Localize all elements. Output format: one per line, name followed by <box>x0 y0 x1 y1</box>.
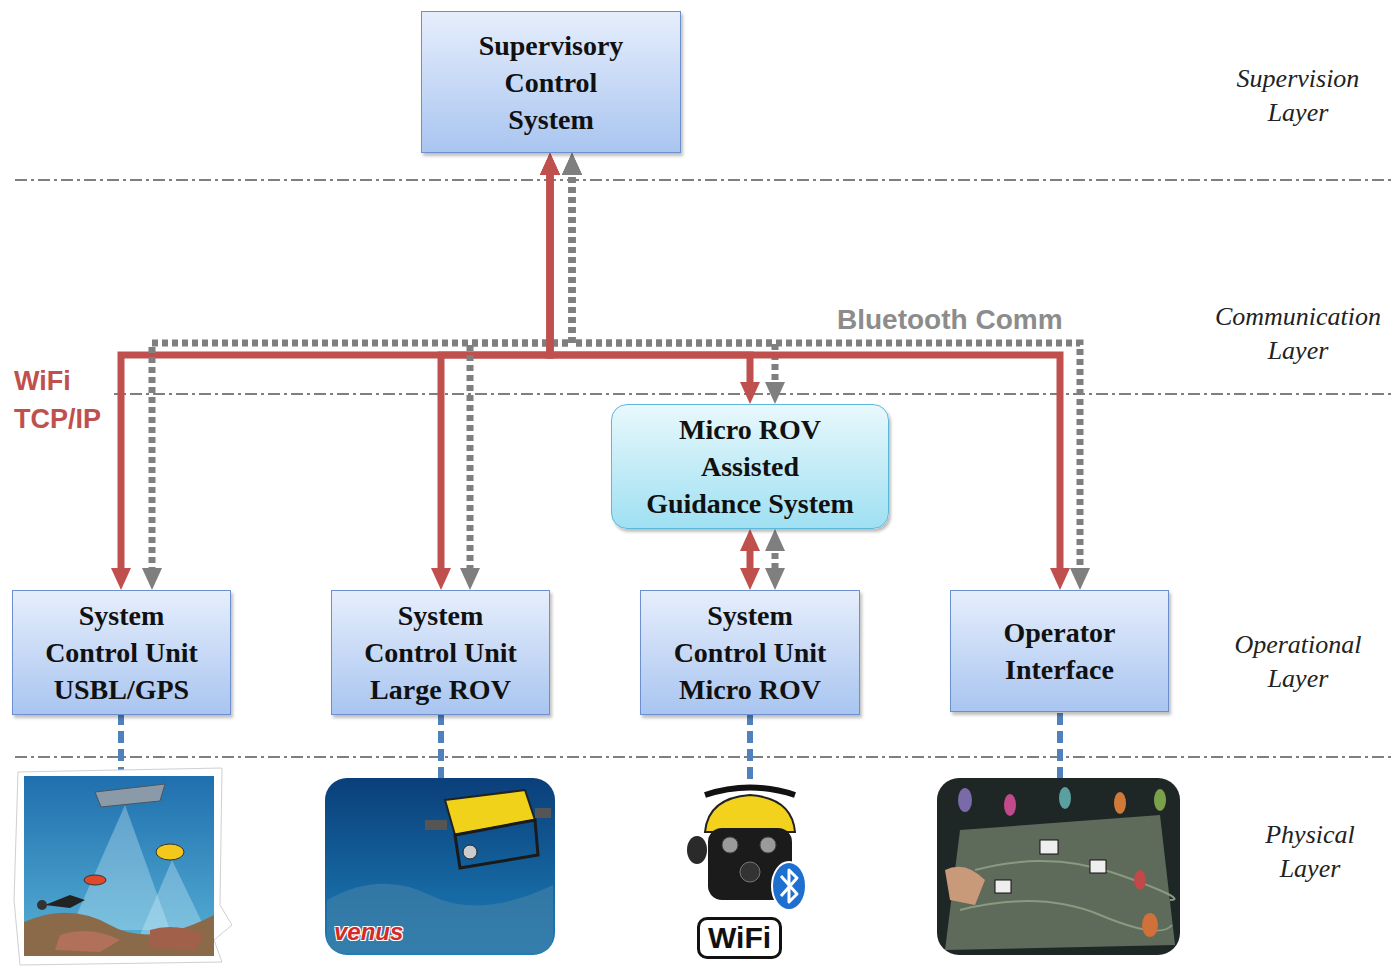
protocol-label: WiFi TCP/IP <box>14 362 114 438</box>
rov-light <box>760 837 776 853</box>
ship-hull <box>95 784 165 807</box>
node-text: System Control Unit Large ROV <box>356 597 526 708</box>
large-rov-illustration <box>325 778 555 955</box>
bluetooth-logo <box>772 862 806 910</box>
guidance-box: Micro ROV Assisted Guidance System <box>611 404 889 529</box>
rov-thruster <box>687 836 707 864</box>
wifi-connector <box>441 167 550 576</box>
map-pin <box>1059 787 1071 809</box>
diver-figure <box>45 895 85 908</box>
rov-frame <box>455 820 538 868</box>
node-text: System Control Unit USBL/GPS <box>37 597 207 708</box>
control-unit-box: System Control Unit Micro ROV <box>640 590 860 715</box>
seabed-patch <box>150 927 205 950</box>
physical-link <box>118 713 124 770</box>
map-pin <box>1004 794 1016 816</box>
logo-text: venus <box>334 918 403 946</box>
wifi-connector <box>121 167 550 576</box>
seabed-patch <box>55 931 120 952</box>
map-pin <box>1114 792 1126 814</box>
label-line: Communication Layer <box>1208 300 1388 368</box>
supervisory-box: Supervisory Control System <box>421 11 681 153</box>
protocol-label: Bluetooth Comm <box>835 303 1065 337</box>
layer-separator <box>15 393 1393 395</box>
label-line: Operational Layer <box>1228 628 1368 696</box>
map-pin <box>958 788 972 812</box>
layer-label: Supervision Layer <box>1208 62 1388 130</box>
map-pin <box>1134 870 1146 890</box>
rov-dome <box>705 795 795 832</box>
photo-border <box>14 768 232 965</box>
diver-head <box>37 900 47 910</box>
map-marker <box>1090 860 1106 873</box>
photo-frame <box>937 778 1180 955</box>
seabed <box>24 913 214 956</box>
operator-interface-illustration <box>937 778 1180 955</box>
wifi-connector <box>550 167 1060 576</box>
map-contour <box>975 861 1174 900</box>
bluetooth-connector <box>572 167 1080 576</box>
operator-hand <box>945 867 985 905</box>
node-text: Micro ROV Assisted Guidance System <box>643 411 857 522</box>
map-pin <box>1154 789 1166 811</box>
rov-light <box>463 845 477 859</box>
map-marker <box>1040 840 1058 854</box>
control-unit-box: System Control Unit Large ROV <box>331 590 550 715</box>
node-text: System Control Unit Micro ROV <box>665 597 835 708</box>
node-text: Operator Interface <box>975 614 1145 688</box>
wifi-logo: WiFi <box>697 917 782 959</box>
bluetooth-connector <box>152 167 572 576</box>
bluetooth-connector <box>772 543 779 576</box>
usbl-scene-illustration <box>14 768 232 965</box>
rov-figure <box>156 844 184 860</box>
rov-camera <box>740 862 760 882</box>
label-line: Supervision Layer <box>1228 62 1368 130</box>
sea-water <box>24 776 214 956</box>
rov-handle <box>705 788 795 796</box>
layer-label: Physical Layer <box>1220 818 1393 886</box>
physical-link <box>438 713 444 778</box>
map-contour <box>960 901 1172 931</box>
layer-separator <box>15 756 1393 758</box>
wifi-connector <box>747 543 754 576</box>
photo-frame <box>325 778 555 955</box>
rov-thruster <box>425 820 447 830</box>
interface-box: Operator Interface <box>950 590 1169 712</box>
node-text: Supervisory Control System <box>466 27 636 138</box>
bluetooth-rune <box>781 870 797 902</box>
seabed-map <box>945 815 1175 950</box>
map-marker <box>995 880 1011 893</box>
bluetooth-connector <box>470 167 572 576</box>
physical-link <box>747 713 753 780</box>
layer-separator <box>15 179 1393 181</box>
layer-label: Communication Layer <box>1203 300 1393 368</box>
rov-light <box>722 837 738 853</box>
seabed-rocks <box>327 884 553 953</box>
label-line: Physical Layer <box>1250 818 1370 886</box>
physical-link <box>1057 713 1063 778</box>
rov-thruster <box>535 808 551 818</box>
rov-figure <box>84 875 106 885</box>
control-unit-box: System Control Unit USBL/GPS <box>12 590 231 715</box>
map-pin <box>1142 913 1158 937</box>
micro-rov-illustration <box>687 788 806 911</box>
layer-label: Operational Layer <box>1208 628 1388 696</box>
